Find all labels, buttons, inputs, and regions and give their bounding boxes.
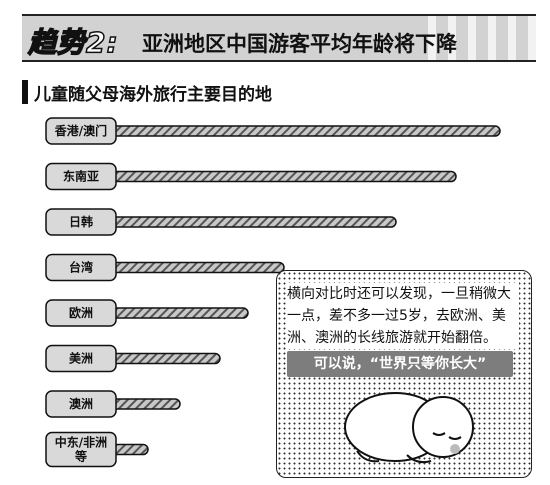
category-label-box — [45, 253, 117, 282]
category-label-box — [45, 299, 117, 327]
category-label-line: 澳洲 — [69, 396, 93, 411]
chart-bar — [99, 125, 501, 137]
category-label: 台湾 — [69, 260, 93, 275]
category-label-box — [45, 208, 117, 236]
category-label: 东南亚 — [63, 169, 99, 184]
category-label-line: 等 — [74, 449, 87, 464]
category-label-box — [45, 390, 117, 418]
category-label-line: 中东/非洲 — [55, 435, 107, 450]
chart-bar — [99, 352, 221, 365]
page-title: 亚洲地区中国游客平均年龄将下降 — [142, 32, 457, 56]
category-label: 美洲 — [69, 351, 93, 366]
callout-box: 横向对比时还可以发现，一旦稍微大一点，差不多一过5岁，去欧洲、美洲、澳洲的长线旅… — [276, 270, 532, 478]
sleeping-baby-illustration — [344, 392, 474, 464]
chart-bar — [99, 170, 457, 183]
section-marker — [22, 80, 28, 104]
chart-bar — [99, 216, 397, 228]
category-label-box — [45, 344, 117, 373]
category-label-line: 香港/澳门 — [54, 123, 107, 138]
category-label: 香港/澳门 — [54, 123, 107, 138]
category-label-box — [45, 431, 117, 468]
chart-title: 儿童随父母海外旅行主要目的地 — [34, 85, 272, 105]
category-label-box — [45, 117, 117, 145]
category-label: 中东/非洲等 — [55, 435, 107, 464]
category-label-box — [45, 162, 117, 191]
chart-bar — [99, 261, 285, 274]
category-label-line: 欧洲 — [69, 305, 93, 320]
category-label-line: 台湾 — [69, 260, 93, 275]
category-label-line: 美洲 — [69, 351, 93, 366]
trend-label: 趋势2: — [27, 25, 119, 60]
callout-text: 横向对比时还可以发现，一旦稍微大一点，差不多一过5岁，去欧洲、美洲、澳洲的长线旅… — [287, 283, 519, 349]
category-label: 日韩 — [69, 214, 93, 229]
category-label-line: 东南亚 — [63, 169, 99, 184]
category-label: 澳洲 — [69, 396, 93, 411]
chart-bar — [99, 307, 249, 319]
header-stripes — [416, 16, 536, 60]
category-label: 欧洲 — [69, 305, 93, 320]
header-banner: 趋势2: 亚洲地区中国游客平均年龄将下降 — [22, 14, 536, 62]
category-label-line: 日韩 — [69, 214, 93, 229]
callout-quote: 可以说，“世界只等你长大” — [287, 351, 513, 377]
